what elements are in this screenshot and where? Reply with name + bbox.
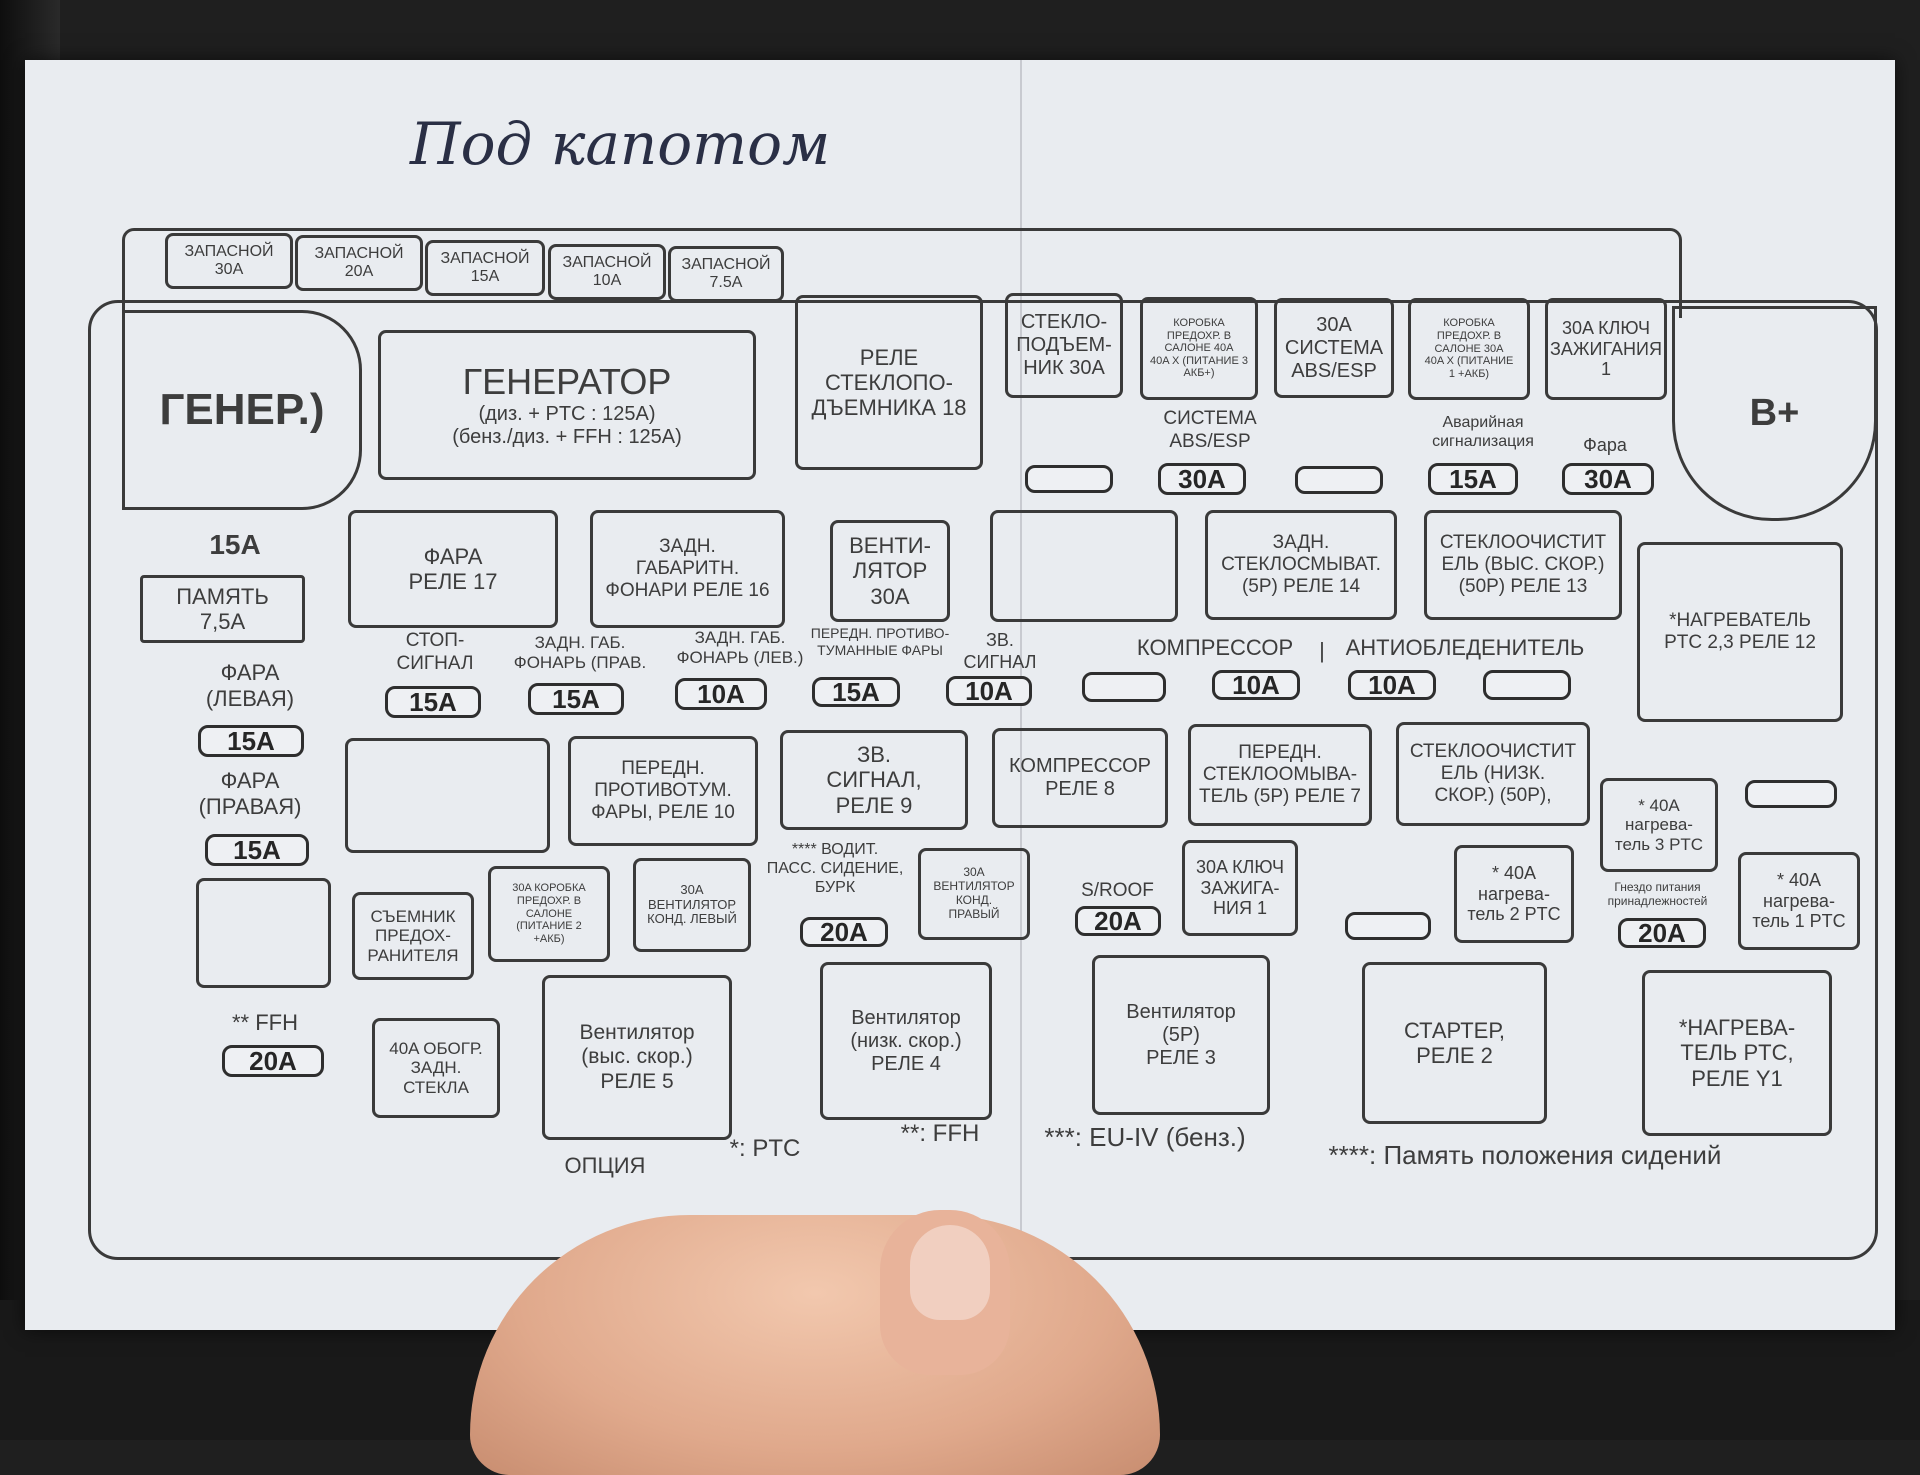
fuse-puller: СЪЕМНИК ПРЕДОХ- РАНИТЕЛЯ — [352, 892, 474, 980]
spare-fuse-15a: ЗАПАСНОЙ 15A — [425, 240, 545, 296]
fuse-fan-30a: ВЕНТИ- ЛЯТОР 30A — [830, 520, 950, 622]
fuse-heater-2-ptc: * 40A нагрева- тель 2 PTC — [1454, 845, 1574, 943]
label-headlight-right: ФАРА (ПРАВАЯ) — [198, 768, 302, 820]
legend-option: ОПЦИЯ — [564, 1153, 646, 1178]
fuse-fog: 15A — [812, 677, 900, 707]
relay-front-washer-7: ПЕРЕДН. СТЕКЛООМЫВА- ТЕЛЬ (5P) РЕЛЕ 7 — [1188, 724, 1372, 826]
relay-horn-9: ЗВ. СИГНАЛ, РЕЛЕ 9 — [780, 730, 968, 830]
label-rear-right: ЗАДН. ГАБ. ФОНАРЬ (ПРАВ. — [513, 633, 647, 673]
relay-fan-low-4: Вентилятор (низк. скор.) РЕЛЕ 4 — [820, 962, 992, 1120]
fuse-ignition-30a: 30A КЛЮЧ ЗАЖИГАНИЯ 1 — [1545, 298, 1667, 400]
fuse-abs-30a: 30A — [1158, 463, 1246, 495]
empty-fuse-slot — [1345, 912, 1431, 940]
label-horn: ЗВ. СИГНАЛ — [963, 630, 1037, 672]
label-ffh: ** FFH — [232, 1010, 298, 1035]
fuse-rear-right: 15A — [528, 683, 624, 715]
empty-fuse-slot — [1082, 672, 1166, 702]
fuse-window-lifter-30a: СТЕКЛО- ПОДЪЕМ- НИК 30A — [1005, 293, 1123, 398]
label-seat: **** ВОДИТ. ПАСС. СИДЕНИЕ, БУРК — [766, 841, 904, 897]
fuse-box-30a-2: 30A КОРОБКА ПРЕДОХР. В САЛОНЕ (ПИТАНИЕ 2… — [488, 866, 610, 962]
generator-line1: (диз. + PTC : 125A) — [478, 402, 656, 425]
legend-ffh: **: FFH — [900, 1120, 980, 1147]
relay-wiper-high-13: СТЕКЛООЧИСТИТ ЕЛЬ (ВЫС. СКОР.) (50P) РЕЛ… — [1424, 510, 1622, 620]
label-separator: | — [1319, 638, 1325, 663]
fuse-socket-20a: 20A — [1618, 918, 1706, 948]
fuse-fan-cond-left: 30A ВЕНТИЛЯТОР КОНД. ЛЕВЫЙ — [633, 858, 751, 952]
spare-fuse-30a: ЗАПАСНОЙ 30A — [165, 233, 293, 289]
empty-fuse-slot — [1025, 465, 1113, 493]
fuse-ffh-20a: 20A — [222, 1045, 324, 1077]
spare-fuse-10a: ЗАПАСНОЙ 10A — [548, 244, 666, 300]
fuse-memory: ПАМЯТЬ 7,5A — [140, 575, 305, 643]
relay-heater-ptc-y1: *НАГРЕВА- ТЕЛЬ PTC, РЕЛЕ Y1 — [1642, 970, 1832, 1136]
empty-fuse-slot — [1745, 780, 1837, 808]
label-accessory-socket: Гнездо питания принадлежностей — [1607, 880, 1708, 909]
generator-fuse: ГЕНЕРАТОР (диз. + PTC : 125A) (бенз./диз… — [378, 330, 756, 480]
fuse-rear-defrost: 40A ОБОГР. ЗАДН. СТЕКЛА — [372, 1018, 500, 1118]
empty-relay-slot — [990, 510, 1178, 622]
fuse-horn: 10A — [946, 676, 1032, 706]
battery-terminal: B+ — [1672, 306, 1877, 521]
relay-fog-10: ПЕРЕДН. ПРОТИВОТУМ. ФАРЫ, РЕЛЕ 10 — [568, 736, 758, 846]
fuse-fan-cond-right: 30A ВЕНТИЛЯТОР КОНД. ПРАВЫЙ — [918, 848, 1030, 940]
label-sunroof: S/ROOF — [1081, 880, 1154, 901]
relay-compressor-8: КОМПРЕССОР РЕЛЕ 8 — [992, 728, 1168, 828]
fuse-ignition-1: 30A КЛЮЧ ЗАЖИГА- НИЯ 1 — [1182, 840, 1298, 936]
fuse-heater-3-ptc: * 40A нагрева- тель 3 PTC — [1600, 778, 1718, 872]
label-stop-signal: СТОП- СИГНАЛ — [396, 630, 474, 674]
label-headlight: Фара — [1583, 435, 1627, 455]
empty-fuse-slot — [1483, 670, 1571, 700]
fuse-stop-signal: 15A — [385, 686, 481, 718]
spare-fuse-20a: ЗАПАСНОЙ 20A — [295, 235, 423, 291]
fuse-heater-1-ptc: * 40A нагрева- тель 1 PTC — [1738, 852, 1860, 950]
label-memory-amp: 15A — [209, 529, 261, 560]
label-rear-left: ЗАДН. ГАБ. ФОНАРЬ (ЛЕВ.) — [676, 628, 804, 668]
label-fog: ПЕРЕДН. ПРОТИВО- ТУМАННЫЕ ФАРЫ — [810, 625, 950, 658]
thumbnail — [910, 1225, 990, 1320]
legend-ptc: *: PTC — [729, 1135, 801, 1162]
relay-heater-ptc-12: *НАГРЕВАТЕЛЬ PTC 2,3 РЕЛЕ 12 — [1637, 542, 1843, 722]
hand — [470, 1215, 1160, 1475]
generator-title: ГЕНЕРАТОР — [462, 361, 672, 403]
generator-terminal: ГЕНЕР.) — [122, 310, 362, 510]
fuse-abs-esp-30a: 30A СИСТЕМА ABS/ESP — [1274, 298, 1394, 398]
fuse-headlight-right: 15A — [205, 834, 309, 866]
empty-fuse-slot — [1295, 466, 1383, 494]
relay-fan-high-5: Вентилятор (выс. скор.) РЕЛЕ 5 — [542, 975, 732, 1140]
label-headlight-left: ФАРА (ЛЕВАЯ) — [205, 660, 295, 712]
legend-seat-memory: ****: Память положения сидений — [1328, 1140, 1722, 1170]
fuse-anti-ice: 10A — [1348, 670, 1436, 700]
handwritten-title: Под капотом — [410, 110, 831, 178]
empty-relay-slot — [196, 878, 331, 988]
fuse-headlight-left: 15A — [198, 725, 304, 757]
fuse-compressor: 10A — [1212, 670, 1300, 700]
relay-headlight-17: ФАРА РЕЛЕ 17 — [348, 510, 558, 628]
fuse-headlight-30a: 30A — [1562, 463, 1654, 495]
empty-relay-slot — [345, 738, 550, 853]
relay-wiper-low: СТЕКЛООЧИСТИТ ЕЛЬ (НИЗК. СКОР.) (50P), — [1396, 722, 1590, 826]
label-hazard: Аварийная сигнализация — [1432, 414, 1534, 451]
fuse-sunroof-20a: 20A — [1075, 906, 1161, 936]
fuse-box-40a: КОРОБКА ПРЕДОХР. В САЛОНЕ 40A 40A X (ПИТ… — [1140, 297, 1258, 400]
fuse-box-30a: КОРОБКА ПРЕДОХР. В САЛОНЕ 30A 40A X (ПИТ… — [1408, 298, 1530, 400]
generator-line2: (бенз./диз. + FFH : 125A) — [452, 425, 682, 448]
spare-fuse-7-5a: ЗАПАСНОЙ 7.5A — [668, 246, 784, 302]
label-compressor: КОМПРЕССОР — [1136, 635, 1294, 660]
relay-fan-3: Вентилятор (5P) РЕЛЕ 3 — [1092, 955, 1270, 1115]
relay-tail-lamps-16: ЗАДН. ГАБАРИТН. ФОНАРИ РЕЛЕ 16 — [590, 510, 785, 628]
relay-starter-2: СТАРТЕР, РЕЛЕ 2 — [1362, 962, 1547, 1124]
relay-rear-washer-14: ЗАДН. СТЕКЛОСМЫВАТ. (5P) РЕЛЕ 14 — [1205, 510, 1397, 620]
fuse-rear-left: 10A — [675, 678, 767, 710]
fuse-hazard-15a: 15A — [1428, 463, 1518, 495]
label-anti-ice: АНТИОБЛЕДЕНИТЕЛЬ — [1345, 635, 1585, 660]
relay-window-lifter-18: РЕЛЕ СТЕКЛОПО- ДЪЕМНИКА 18 — [795, 295, 983, 470]
legend-eu4: ***: EU-IV (бенз.) — [1044, 1122, 1246, 1152]
label-abs-system: СИСТЕМА ABS/ESP — [1163, 408, 1257, 452]
fuse-seat-20a: 20A — [800, 917, 888, 947]
fusebox-outline-top — [122, 228, 1682, 318]
